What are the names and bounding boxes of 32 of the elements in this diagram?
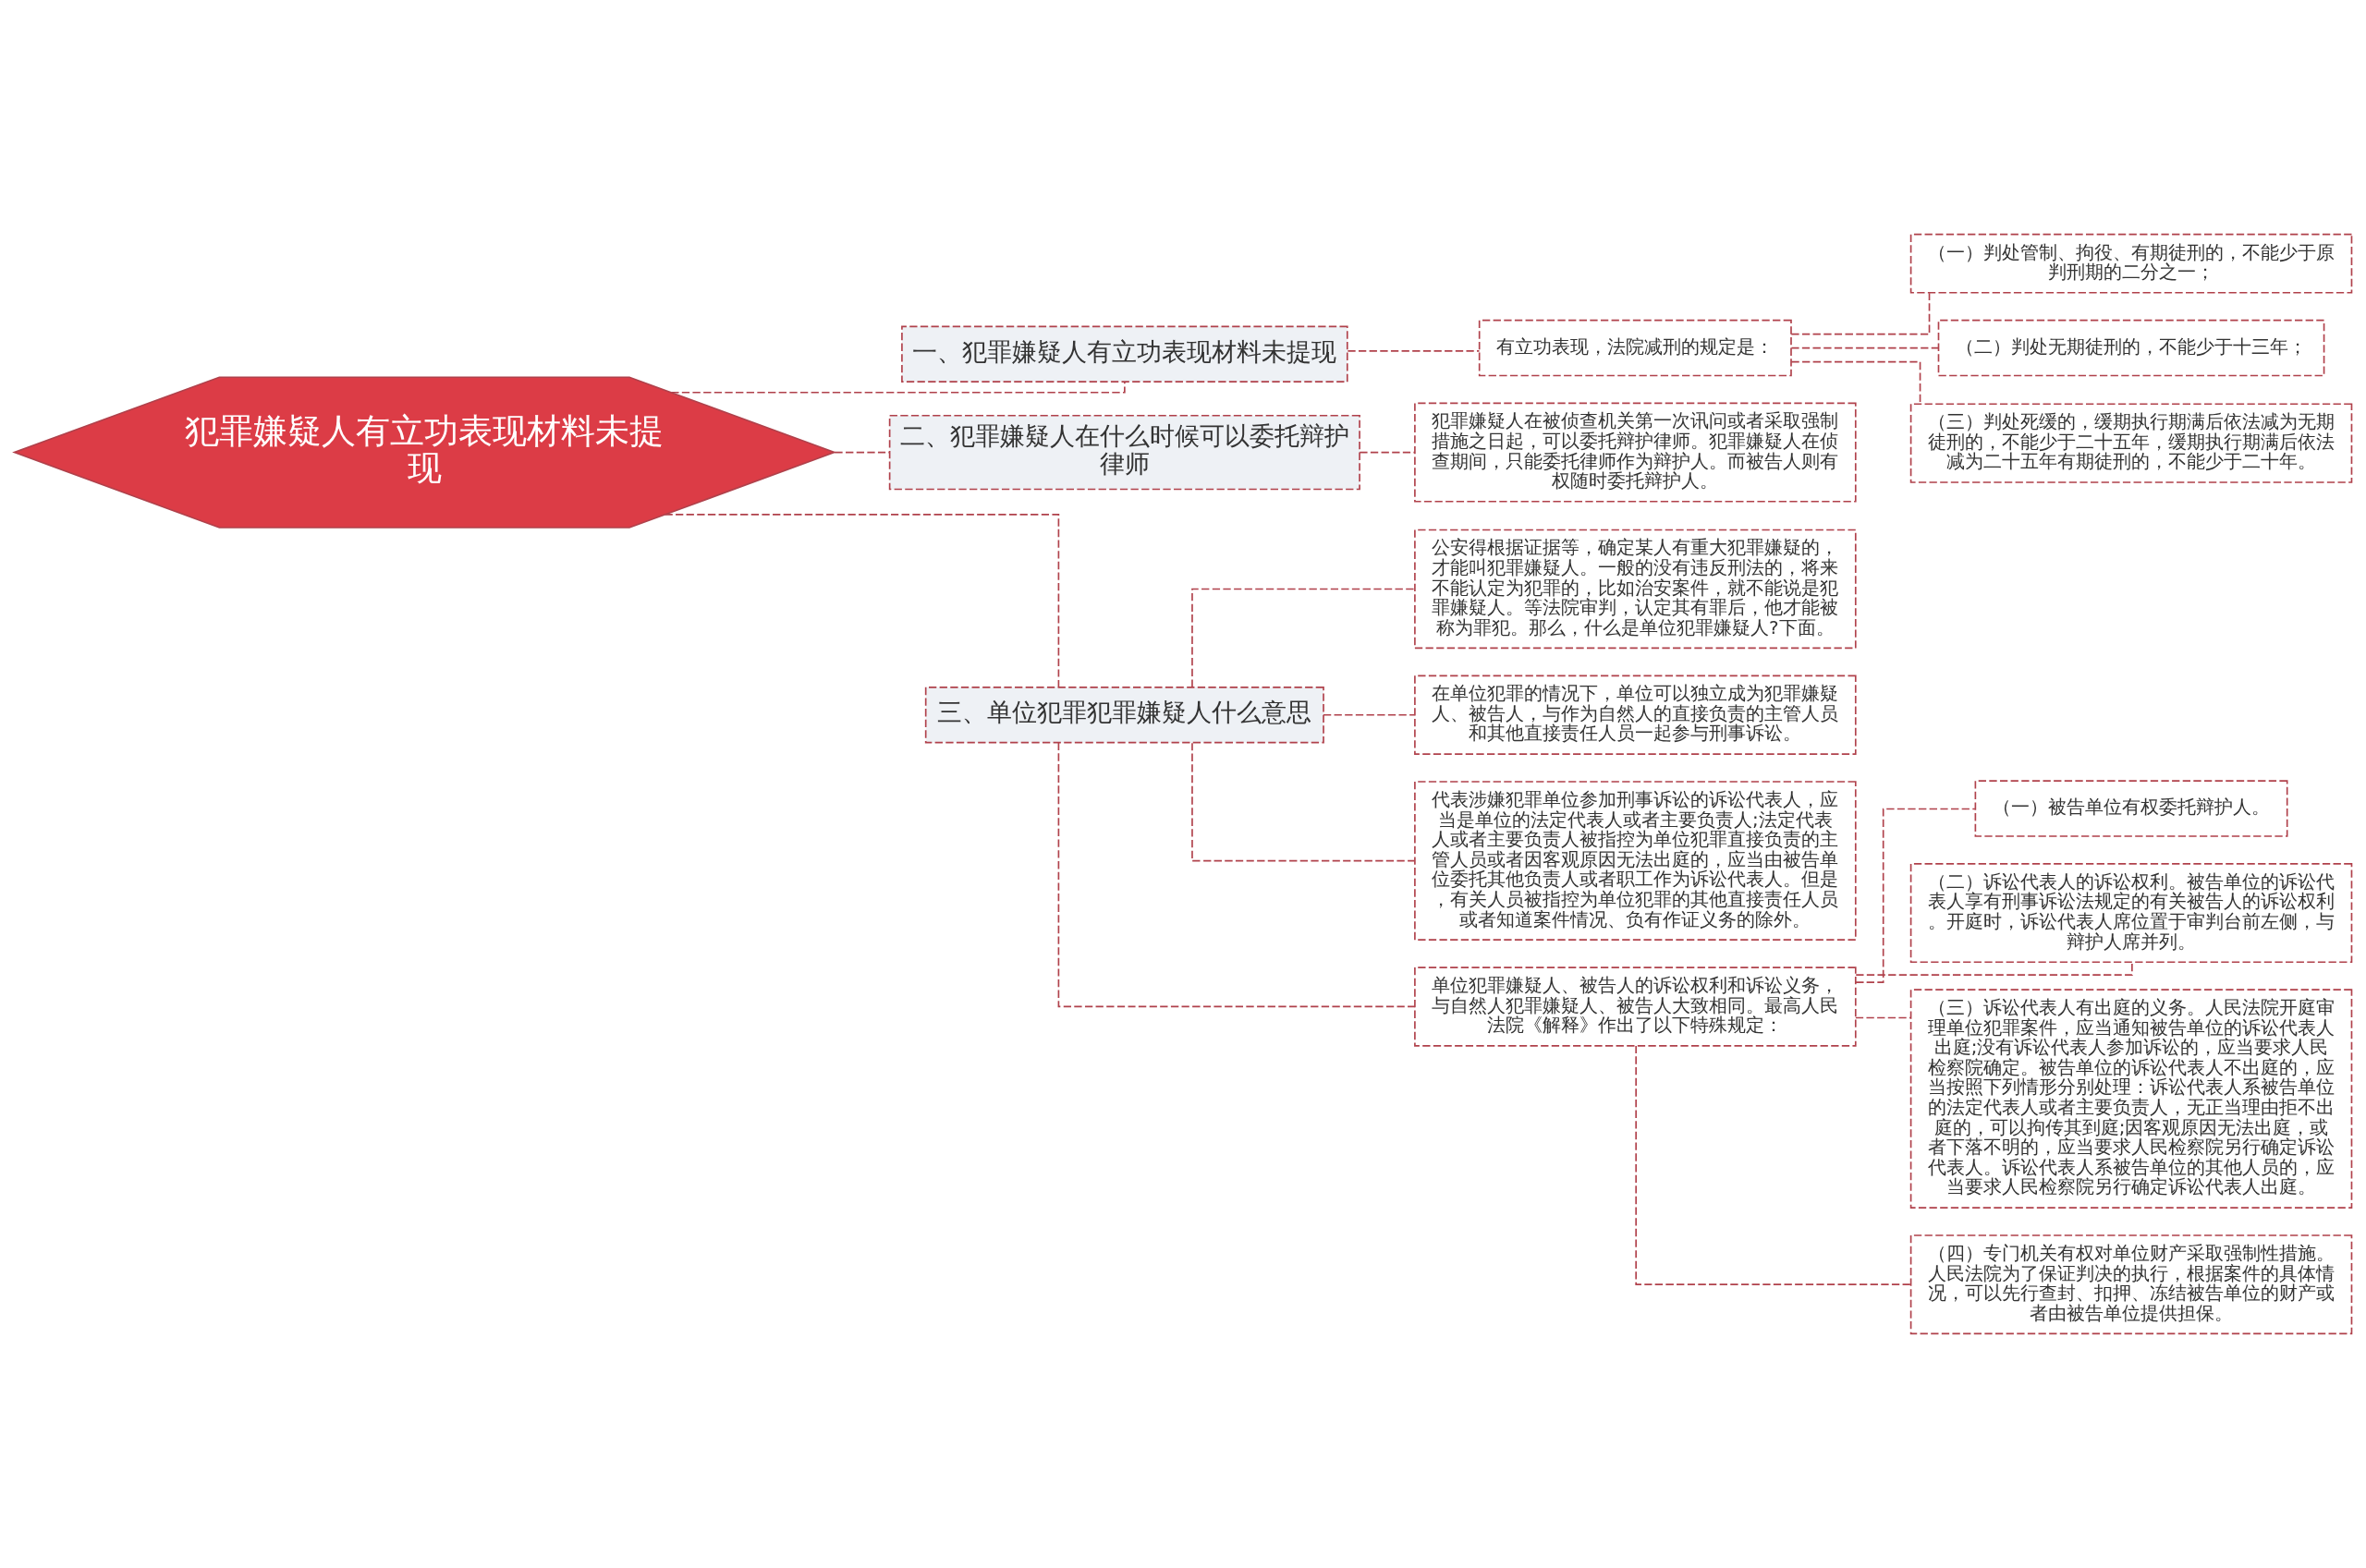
connector (1191, 588, 1416, 688)
node-box: 单位犯罪嫌疑人、被告人的诉讼权利和诉讼义务，与自然人犯罪嫌疑人、被告人大致相同。最高人民法院《解释》作出了以下特殊规定： (1414, 966, 1857, 1047)
node-box: 二、犯罪嫌疑人在什么时候可以委托辩护律师 (888, 414, 1360, 491)
node-box: 一、犯罪嫌疑人有立功表现材料未提现 (901, 325, 1348, 383)
connector (1057, 742, 1416, 1008)
connector (1347, 350, 1481, 352)
connector (1855, 961, 2133, 976)
connector (1790, 292, 1931, 335)
connector (1191, 742, 1416, 862)
node-box: （一）被告单位有权委托辩护人。 (1974, 780, 2288, 837)
node-box: （三）判处死缓的，缓期执行期满后依法减为无期徒刑的，不能少于二十五年，缓期执行期满后依法减为二十五年有期徒刑的，不能少于二十年。 (1909, 403, 2353, 483)
connector (1855, 808, 1976, 983)
node-box: （三）诉讼代表人有出庭的义务。人民法院开庭审理单位犯罪案件，应当通知被告单位的诉讼代表人出庭;没有诉讼代表人参加诉讼的，应当要求人民检察院确定。被告单位的诉讼代表人不出庭的，应当按照下列情形分别处理：诉讼代表人系被告单位的法定代表人或者主要负责人，无正当理由拒不出庭的，可以拘传其到庭;因客观原因无法出庭，或者下落不明的，应当要求人民检察院另行确定诉讼代表人。诉讼代表人系被告单位的其他人员的，应当要求人民检察院另行确定诉讼代表人出庭。 (1909, 989, 2353, 1209)
connector (1635, 1045, 1911, 1285)
node-box: 代表涉嫌犯罪单位参加刑事诉讼的诉讼代表人，应当是单位的法定代表人或者主要负责人;法定代表人或者主要负责人被指控为单位犯罪直接负责的主管人员或者因客观原因无法出庭的，应当由被告单位委托其他负责人或者职工作为诉讼代表人。但是，有关人员被指控为单位犯罪的其他直接责任人员或者知道案件情况、负有作证义务的除外。 (1414, 781, 1857, 941)
connector (1855, 1016, 1912, 1019)
node-box: （一）判处管制、拘役、有期徒刑的，不能少于原判刑期的二分之一； (1909, 233, 2353, 294)
connector (1790, 360, 1921, 405)
connector (664, 514, 1060, 688)
connector (1323, 713, 1416, 716)
node-box: 在单位犯罪的情况下，单位可以独立成为犯罪嫌疑人、被告人，与作为自然人的直接负责的主管人员和其他直接责任人员一起参与刑事诉讼。 (1414, 675, 1857, 755)
connector (834, 451, 891, 454)
connector (1790, 346, 1940, 349)
node-box: 公安得根据证据等，确定某人有重大犯罪嫌疑的，才能叫犯罪嫌疑人。一般的没有违反刑法的，将来不能认定为犯罪的，比如治安案件，就不能说是犯罪嫌疑人。等法院审判，认定其有罪后，他才能被称为罪犯。那么，什么是单位犯罪嫌疑人?下面。 (1414, 529, 1857, 650)
node-box: 犯罪嫌疑人在被侦查机关第一次讯问或者采取强制措施之日起，可以委托辩护律师。犯罪嫌疑人在侦查期间，只能委托律师作为辩护人。而被告人则有权随时委托辩护人。 (1414, 402, 1857, 503)
node-box: （二）诉讼代表人的诉讼权利。被告单位的诉讼代表人享有刑事诉讼法规定的有关被告人的诉讼权利。开庭时，诉讼代表人席位置于审判台前左侧，与辩护人席并列。 (1909, 863, 2353, 964)
node-box: 有立功表现，法院减刑的规定是： (1478, 319, 1792, 377)
connector (670, 381, 1126, 394)
node-box: （二）判处无期徒刑的，不能少于十三年； (1937, 319, 2325, 377)
connector (1359, 451, 1416, 454)
node-box: 三、单位犯罪犯罪嫌疑人什么意思 (924, 687, 1324, 744)
node-box: （四）专门机关有权对单位财产采取强制性措施。人民法院为了保证判决的执行，根据案件的具体情况，可以先行查封、扣押、冻结被告单位的财产或者由被告单位提供担保。 (1909, 1234, 2353, 1335)
